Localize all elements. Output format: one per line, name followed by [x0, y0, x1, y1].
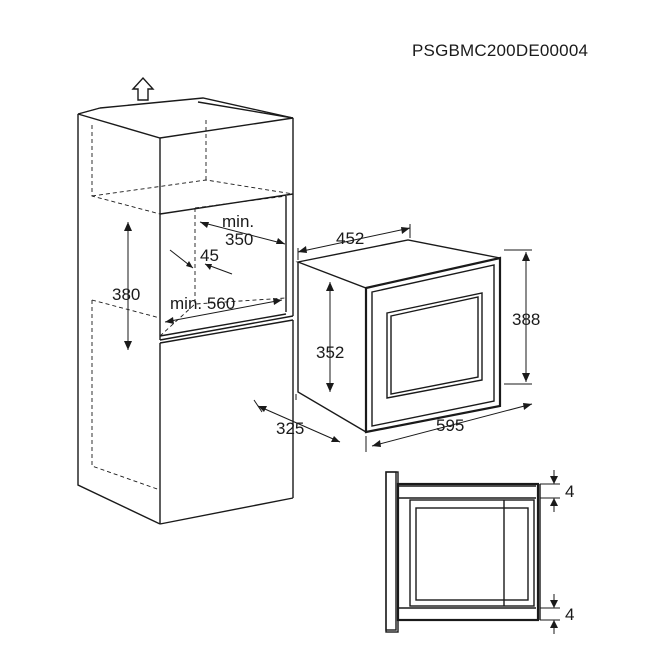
- model-code: PSGBMC200DE00004: [412, 41, 588, 60]
- frame-gap-bottom-label: 4: [565, 605, 574, 624]
- frame-gap-dimension-lines: [540, 470, 560, 634]
- niche-gap-label: 45: [200, 246, 219, 265]
- niche-min-depth-value: 350: [225, 230, 253, 249]
- appliance-depth-label: 325: [276, 419, 304, 438]
- up-arrow-icon: [131, 76, 155, 101]
- niche-min-width-label: min. 560: [170, 294, 235, 313]
- appliance-width-top-label: 452: [336, 229, 364, 248]
- cabinet-housing: [77, 97, 294, 525]
- appliance-width-front-label: 595: [436, 416, 464, 435]
- frame-section-detail: [385, 471, 541, 633]
- appliance-body: [295, 239, 502, 434]
- appliance-dimension-lines: [253, 224, 533, 452]
- appliance-height-front-label: 388: [512, 310, 540, 329]
- frame-gap-top-label: 4: [565, 482, 574, 501]
- appliance-inner-height-label: 352: [316, 343, 344, 362]
- niche-height-label: 380: [112, 285, 140, 304]
- niche-dimension-lines: [124, 221, 286, 350]
- niche-min-depth-prefix: min.: [222, 212, 254, 231]
